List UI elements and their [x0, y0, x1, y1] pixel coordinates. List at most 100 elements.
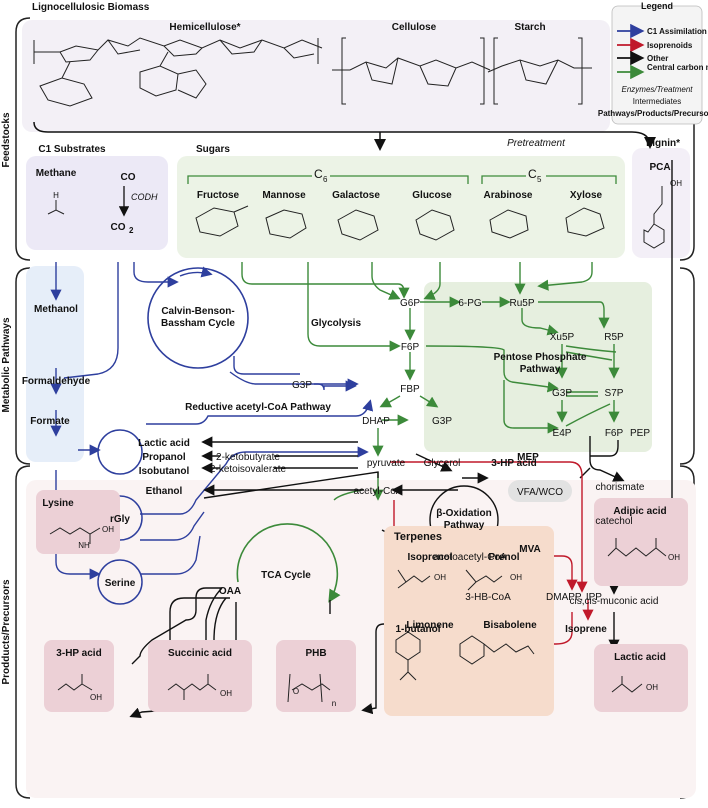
succinic-label: Succinic acid	[168, 648, 232, 659]
pathways-section-label: Metabolic Pathways	[1, 317, 12, 412]
pep-node: PEP	[630, 428, 650, 439]
isoprenol-oh: OH	[434, 573, 446, 582]
isoprene-label: Isoprene	[565, 624, 607, 635]
prenol-label: Prenol	[488, 552, 519, 563]
g3p-left-node: G3P	[292, 380, 312, 391]
pathways-bracket-left	[15, 267, 31, 465]
feedstocks-section-label: Feedstocks	[1, 112, 12, 167]
glycolysis-label: Glycolysis	[311, 318, 361, 329]
succinic-box	[148, 640, 252, 712]
hp3-oh: OH	[90, 693, 102, 702]
co2-subscript: 2	[129, 226, 134, 235]
betaox-label-1: β-Oxidation	[436, 508, 492, 519]
hbcoa-node: 3-HB-CoA	[465, 592, 511, 603]
phb-box	[276, 640, 356, 712]
codh-label: CODH	[131, 192, 158, 202]
cellulose-label: Cellulose	[392, 22, 437, 33]
hemicellulose-label: Hemicellulose*	[169, 22, 240, 33]
phb-o: O	[293, 687, 299, 696]
catechol-node: catechol	[595, 516, 632, 527]
ethanol-label: Ethanol	[146, 486, 183, 497]
r5p-node: R5P	[604, 332, 624, 343]
formate-label: Formate	[30, 416, 70, 427]
calvin-label-1: Calvin-Benson-	[161, 306, 234, 317]
f6p-node: F6P	[401, 342, 420, 353]
legend-intermediates: Intermediates	[633, 97, 681, 106]
hp3-box	[44, 640, 114, 712]
dhap-node: DHAP	[362, 416, 390, 427]
formaldehyde-label: Formaldehyde	[22, 376, 91, 387]
biomass-title: Lignocellulosic Biomass	[32, 2, 150, 13]
pathways-bracket-right	[679, 267, 695, 465]
phb-label: PHB	[305, 648, 326, 659]
lysine-label: Lysine	[42, 498, 74, 509]
feedstocks-bracket-left	[15, 17, 31, 261]
sugar-label-fructose: Fructose	[197, 190, 240, 201]
g6p-node: G6P	[400, 298, 420, 309]
sugars-title: Sugars	[196, 144, 230, 155]
c1-pathway-panel	[26, 266, 84, 462]
cellulose-structure	[332, 37, 491, 105]
lignin-panel	[632, 148, 690, 258]
lactic-product-box	[594, 644, 688, 712]
terpenes-label: Terpenes	[394, 531, 442, 543]
pca-oh: OH	[670, 179, 682, 188]
c6-bracket	[187, 175, 469, 184]
ppp-panel	[424, 282, 652, 452]
methanol-label: Methanol	[34, 304, 78, 315]
fbp-node: FBP	[400, 384, 420, 395]
sugars-panel	[177, 156, 625, 258]
methane-label: Methane	[36, 168, 77, 179]
c1-substrates-title: C1 Substrates	[38, 144, 106, 155]
adipic-oh: OH	[668, 553, 680, 562]
product-structures	[49, 527, 667, 703]
lysine-box	[36, 490, 120, 554]
betaox-label-2: Pathway	[444, 520, 485, 531]
oaa-label: OAA	[219, 586, 241, 597]
sugar-label-mannose: Mannose	[262, 190, 306, 201]
co2-label: CO	[111, 222, 126, 233]
muconic-node: cis,cis-muconic acid	[570, 596, 659, 607]
lysine-nh2: NH	[78, 541, 90, 550]
c5-label: C	[528, 167, 537, 181]
g3p-node: G3P	[432, 416, 452, 427]
legend-c1: C1 Assimilation	[647, 27, 707, 36]
hp3-product-label: 3-HP acid	[56, 648, 101, 659]
dmapp-node: DMAPP, IPP	[546, 592, 602, 603]
c1-substrates-panel	[26, 156, 168, 250]
butanol-label: 1-butanol	[396, 624, 441, 635]
terpenes-box	[384, 526, 554, 716]
sugar-label-glucose: Glucose	[412, 190, 452, 201]
s7p-node: S7P	[605, 388, 624, 399]
adipic-label: Adipic acid	[613, 506, 666, 517]
prenol-oh: OH	[510, 573, 522, 582]
lignin-label: Lignin*	[646, 138, 680, 149]
propanol-label: Propanol	[142, 452, 186, 463]
legend-other: Other	[647, 54, 668, 63]
c6-subscript: 6	[323, 175, 328, 184]
e4p-node: E4P	[553, 428, 572, 439]
c5-bracket	[481, 175, 617, 184]
succinic-oh: OH	[220, 689, 232, 698]
rgly-label: rGly	[110, 514, 130, 525]
methane-h: H	[53, 191, 59, 200]
legend-central: Central carbon metabolism	[647, 63, 708, 72]
pg6-node: 6-PG	[458, 298, 482, 309]
ppp-label-1: Pentose Phosphate	[494, 352, 587, 363]
tca-label: TCA Cycle	[261, 570, 311, 581]
isoprenol-label: Isoprenol	[407, 552, 452, 563]
limonene-label: Limonene	[406, 620, 454, 631]
pyruvate-node: pyruvate	[367, 458, 406, 469]
legend-enzymes: Enzymes/Treatment	[622, 85, 694, 94]
phb-n: n	[332, 699, 336, 708]
products-bracket-left	[15, 465, 31, 799]
lactic-pathway-label: Lactic acid	[138, 438, 190, 449]
methane-structure	[47, 200, 65, 215]
c6-label: C	[314, 167, 323, 181]
bisabolene-label: Bisabolene	[483, 620, 537, 631]
c5-subscript: 5	[537, 175, 542, 184]
pca-structure	[643, 186, 665, 249]
xu5p-node: Xu5P	[550, 332, 575, 343]
co-label: CO	[121, 172, 136, 183]
mva-label: MVA	[519, 544, 540, 555]
